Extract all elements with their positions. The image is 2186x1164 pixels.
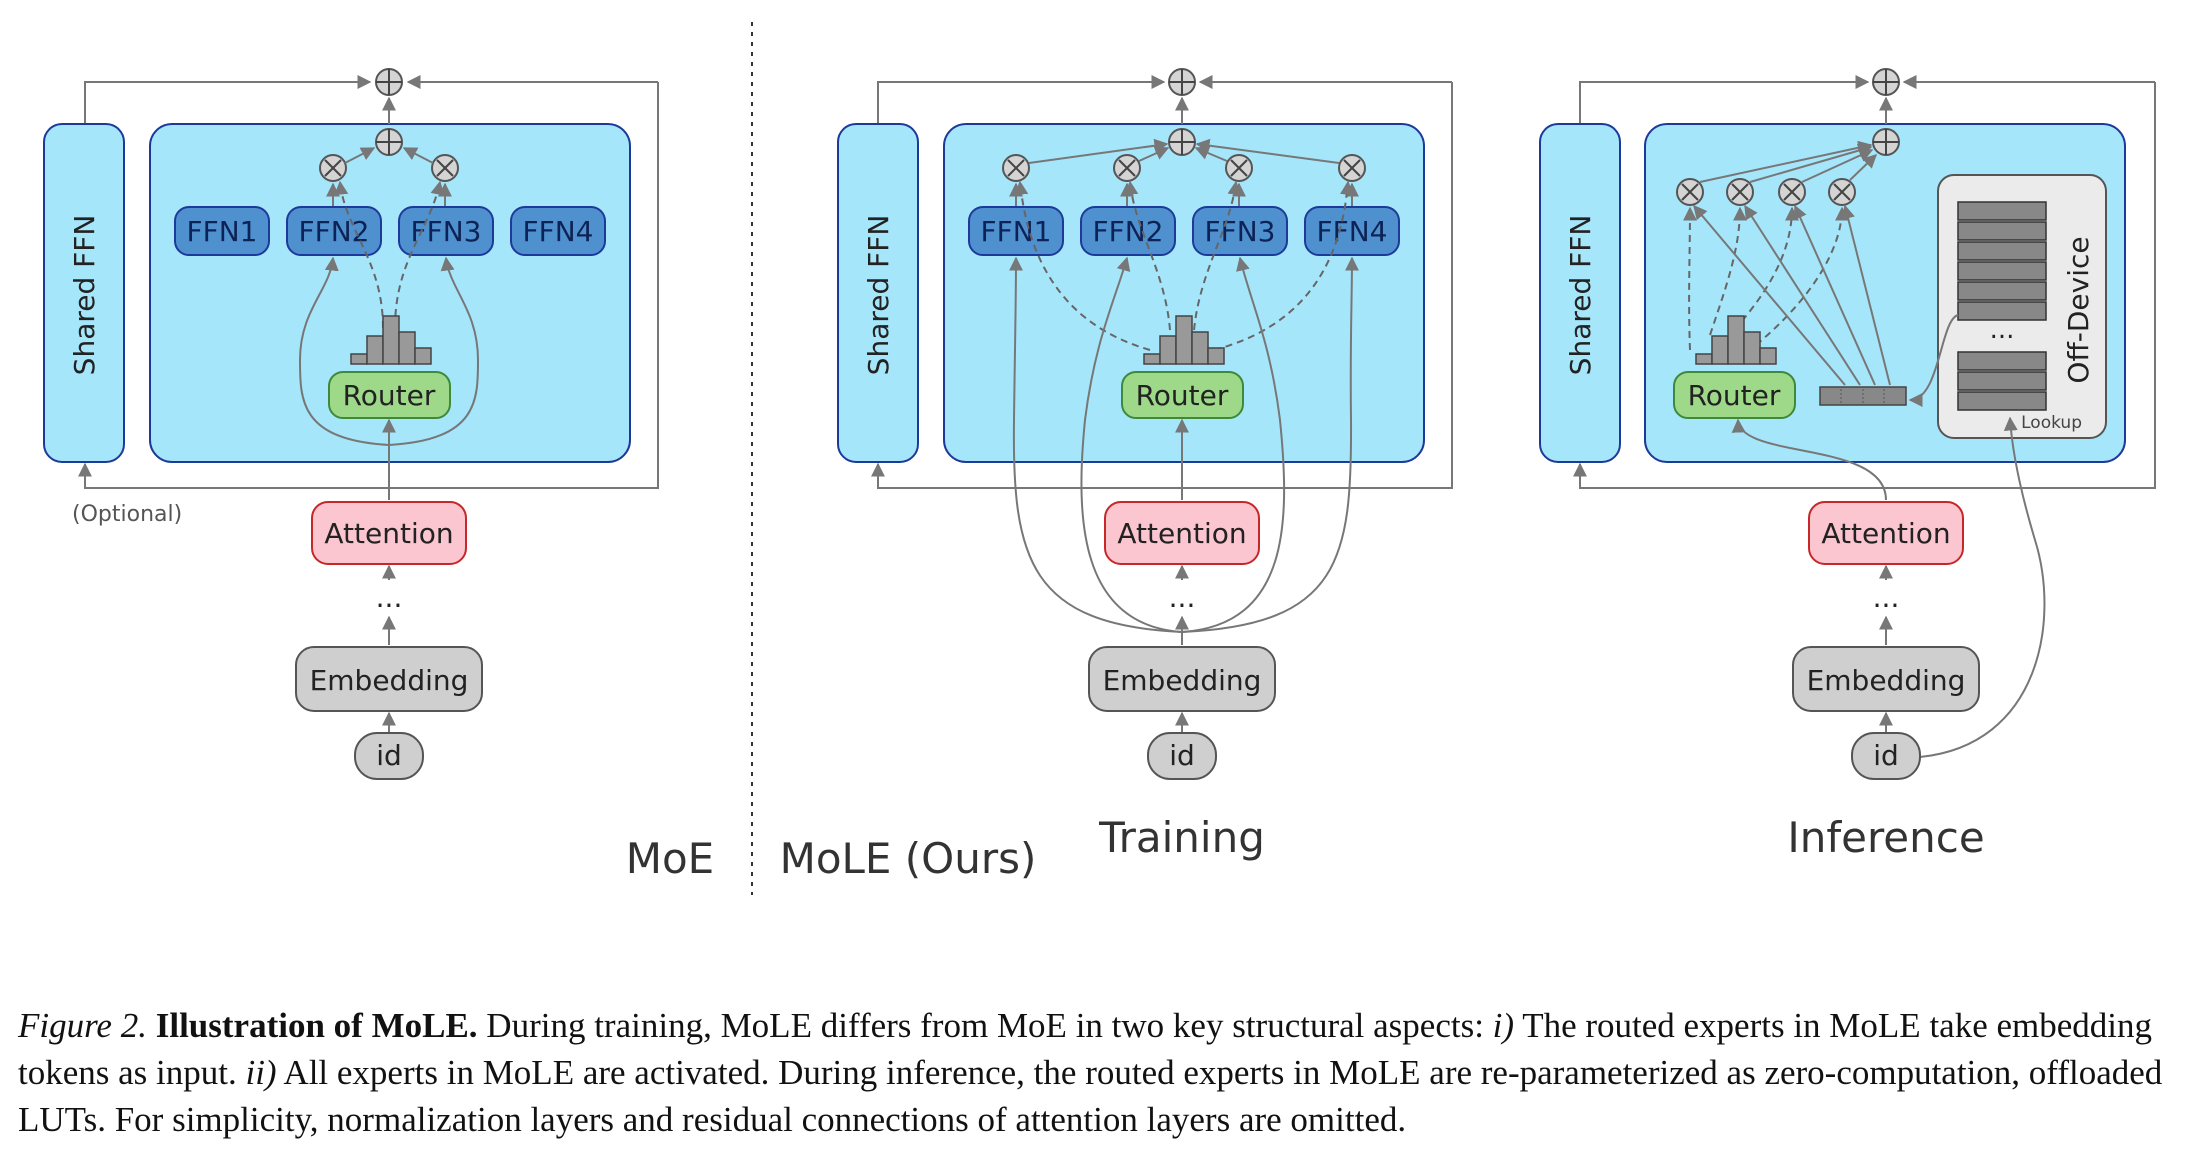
ffn1-label: FFN1 bbox=[981, 215, 1052, 248]
optional-label: (Optional) bbox=[72, 502, 182, 527]
training-section: Shared FFN FFN1 FFN2 FFN3 FFN4 bbox=[837, 68, 1453, 862]
router-label: Router bbox=[343, 379, 436, 412]
shared-ffn-label: Shared FFN bbox=[862, 215, 895, 376]
attention-label: Attention bbox=[1117, 517, 1246, 550]
otimes-4 bbox=[1828, 178, 1856, 206]
caption-text-1: During training, MoLE differs from MoE i… bbox=[486, 1006, 1484, 1045]
shared-ffn-box bbox=[1539, 123, 1621, 463]
id-box: id bbox=[354, 732, 424, 780]
embedding-label: Embedding bbox=[1103, 664, 1262, 697]
attention-box: Attention bbox=[1808, 501, 1964, 565]
caption-text-3: All experts in MoLE are activated. Durin… bbox=[18, 1053, 2163, 1139]
figure-caption: Figure 2. Illustration of MoLE. During t… bbox=[18, 1002, 2178, 1143]
otimes-2 bbox=[1726, 178, 1754, 206]
shared-ffn-label: Shared FFN bbox=[68, 215, 101, 376]
router-box: Router bbox=[328, 371, 451, 419]
otimes-ffn2 bbox=[319, 154, 347, 182]
ffn2-box: FFN2 bbox=[1080, 206, 1176, 256]
ellipsis: ... bbox=[376, 581, 403, 614]
training-title: Training bbox=[1098, 813, 1265, 862]
attention-label: Attention bbox=[324, 517, 453, 550]
attention-box: Attention bbox=[311, 501, 467, 565]
shared-ffn-box bbox=[837, 123, 919, 463]
ffn1-box: FFN1 bbox=[174, 206, 270, 256]
ffn4-label: FFN4 bbox=[523, 215, 594, 248]
ffn1-label: FFN1 bbox=[187, 215, 258, 248]
id-label: id bbox=[1873, 739, 1899, 772]
ellipsis: ... bbox=[1169, 581, 1196, 614]
inference-title: Inference bbox=[1787, 813, 1984, 862]
inference-section: Shared FFN Router bbox=[1539, 68, 2156, 862]
mole-expert-panel bbox=[943, 123, 1425, 463]
otimes-ffn3 bbox=[1225, 154, 1253, 182]
otimes-ffn4 bbox=[1338, 154, 1366, 182]
oplus-top bbox=[375, 68, 403, 96]
oplus-top bbox=[1872, 68, 1900, 96]
otimes-ffn3 bbox=[431, 154, 459, 182]
embedding-label: Embedding bbox=[1807, 664, 1966, 697]
router-label: Router bbox=[1136, 379, 1229, 412]
lut-table-top bbox=[1957, 201, 2047, 321]
router-box: Router bbox=[1673, 371, 1796, 419]
caption-title: Illustration of MoLE. bbox=[155, 1006, 478, 1045]
ffn3-box: FFN3 bbox=[1192, 206, 1288, 256]
moe-section: Shared FFN (Optional) FFN1 FFN2 FFN3 FFN… bbox=[43, 68, 659, 780]
mole-diagram: Shared FFN (Optional) FFN1 FFN2 FFN3 FFN… bbox=[43, 22, 2156, 895]
id-box: id bbox=[1147, 732, 1217, 780]
lookup-vector bbox=[1819, 386, 1907, 406]
attention-label: Attention bbox=[1821, 517, 1950, 550]
router-box: Router bbox=[1121, 371, 1244, 419]
embedding-label: Embedding bbox=[310, 664, 469, 697]
embedding-box: Embedding bbox=[1792, 646, 1980, 712]
off-device-label: Off-Device bbox=[2062, 236, 2095, 383]
caption-text-2: The routed experts in MoLE take embeddin… bbox=[18, 1006, 2152, 1092]
id-label: id bbox=[1169, 739, 1195, 772]
ffn2-label: FFN2 bbox=[1093, 215, 1164, 248]
otimes-1 bbox=[1676, 178, 1704, 206]
ffn3-label: FFN3 bbox=[1205, 215, 1276, 248]
shared-ffn-box bbox=[43, 123, 125, 463]
ellipsis: ... bbox=[1873, 581, 1900, 614]
caption-ii: ii) bbox=[245, 1053, 277, 1092]
ffn4-box: FFN4 bbox=[1304, 206, 1400, 256]
id-label: id bbox=[376, 739, 402, 772]
shared-ffn-label: Shared FFN bbox=[1564, 215, 1597, 376]
embedding-box: Embedding bbox=[1088, 646, 1276, 712]
attention-box: Attention bbox=[1104, 501, 1260, 565]
mole-title: MoLE (Ours) bbox=[780, 834, 1037, 883]
ffn1-box: FFN1 bbox=[968, 206, 1064, 256]
ffn4-box: FFN4 bbox=[510, 206, 606, 256]
oplus-inner bbox=[375, 128, 403, 156]
oplus-top bbox=[1168, 68, 1196, 96]
router-label: Router bbox=[1688, 379, 1781, 412]
caption-i: i) bbox=[1492, 1006, 1515, 1045]
oplus-inner bbox=[1168, 128, 1196, 156]
id-box: id bbox=[1851, 732, 1921, 780]
oplus-inner bbox=[1872, 128, 1900, 156]
ffn2-label: FFN2 bbox=[299, 215, 370, 248]
ffn4-label: FFN4 bbox=[1317, 215, 1388, 248]
otimes-ffn1 bbox=[1002, 154, 1030, 182]
off-device-lut: ... Off-Device Lookup bbox=[1937, 174, 2107, 439]
ffn3-box: FFN3 bbox=[398, 206, 494, 256]
lut-table-bottom bbox=[1957, 351, 2047, 411]
caption-fig-label: Figure 2. bbox=[18, 1006, 147, 1045]
lut-ellipsis: ... bbox=[1990, 315, 2015, 345]
otimes-ffn2 bbox=[1113, 154, 1141, 182]
otimes-3 bbox=[1778, 178, 1806, 206]
embedding-box: Embedding bbox=[295, 646, 483, 712]
lookup-label: Lookup bbox=[2021, 413, 2082, 433]
ffn2-box: FFN2 bbox=[286, 206, 382, 256]
moe-title: MoE bbox=[626, 834, 714, 883]
